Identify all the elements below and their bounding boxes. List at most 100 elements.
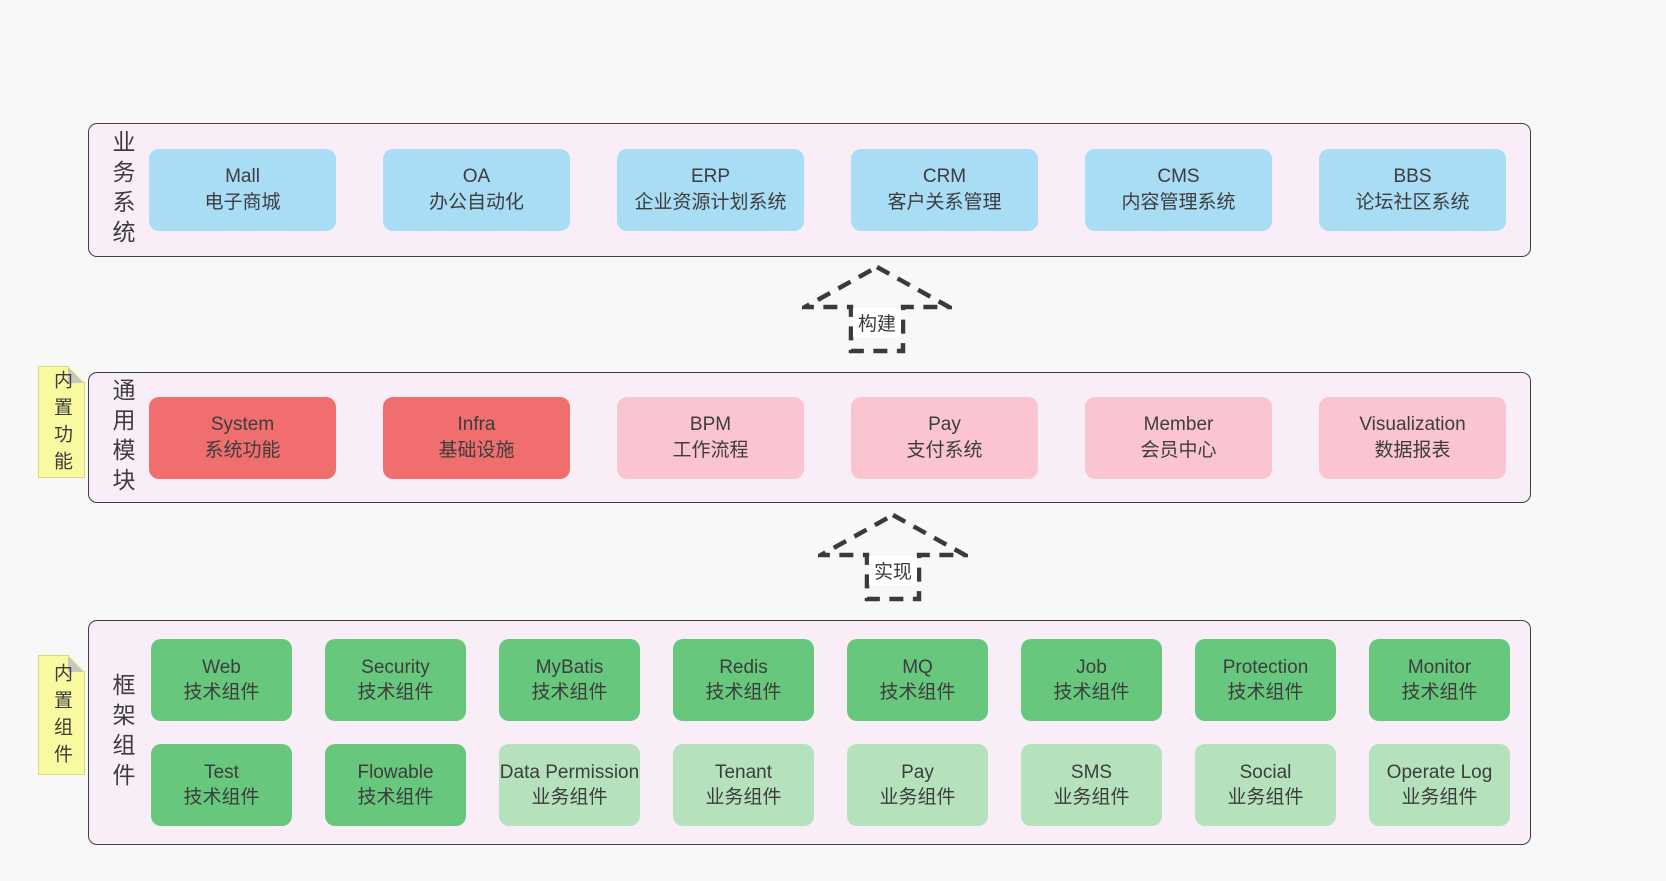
box-title: Pay — [928, 413, 961, 435]
box-title: CRM — [922, 166, 967, 187]
box-security: Security 技术组件 — [325, 639, 466, 721]
box-flowable: Flowable 技术组件 — [325, 744, 466, 826]
components-row-1: Web 技术组件 Security 技术组件 MyBatis 技术组件 Redi… — [151, 639, 1530, 721]
box-subtitle: 技术组件 — [531, 682, 608, 703]
box-subtitle: 业务组件 — [1401, 787, 1478, 808]
box-title: ERP — [690, 166, 731, 187]
arrow-build-label: 构建 — [852, 308, 902, 337]
box-title: CMS — [1157, 166, 1200, 187]
box-title: Data Permission — [499, 762, 640, 783]
box-title: SMS — [1070, 762, 1113, 783]
box-mall: Mall 电子商城 — [149, 149, 336, 231]
box-subtitle: 技术组件 — [879, 682, 956, 703]
sticky-builtin-features: 内置功能 — [38, 366, 85, 478]
up-arrow-icon — [802, 264, 952, 354]
band-modules-label: 通用模块 — [109, 377, 135, 498]
box-subtitle: 办公自动化 — [428, 192, 524, 213]
box-title: OA — [462, 166, 491, 187]
band-framework-components: 框架组件 Web 技术组件 Security 技术组件 MyBatis 技术组件… — [88, 620, 1531, 845]
sticky-builtin-components-label: 内置组件 — [51, 663, 72, 772]
box-subtitle: 技术组件 — [1401, 682, 1478, 703]
box-oa: OA 办公自动化 — [383, 149, 570, 231]
box-operate-log: Operate Log 业务组件 — [1369, 744, 1510, 826]
box-mybatis: MyBatis 技术组件 — [499, 639, 640, 721]
box-pay-module: Pay 支付系统 — [851, 396, 1038, 479]
box-subtitle: 技术组件 — [1053, 682, 1130, 703]
box-subtitle: 基础设施 — [438, 439, 515, 461]
box-subtitle: 论坛社区系统 — [1355, 192, 1470, 213]
box-cms: CMS 内容管理系统 — [1085, 149, 1272, 231]
box-subtitle: 技术组件 — [357, 787, 434, 808]
band-common-modules: 通用模块 System 系统功能 Infra 基础设施 BPM 工作流程 Pay… — [88, 372, 1531, 503]
box-subtitle: 技术组件 — [1227, 682, 1304, 703]
box-system: System 系统功能 — [149, 396, 336, 479]
box-erp: ERP 企业资源计划系统 — [617, 149, 804, 231]
box-job: Job 技术组件 — [1021, 639, 1162, 721]
box-title: Redis — [719, 657, 768, 678]
box-title: Pay — [901, 762, 934, 783]
band-business-systems: 业务系统 Mall 电子商城 OA 办公自动化 ERP 企业资源计划系统 CRM… — [88, 123, 1531, 257]
box-visualization: Visualization 数据报表 — [1319, 396, 1506, 479]
box-member: Member 会员中心 — [1085, 396, 1272, 479]
box-title: Social — [1239, 762, 1292, 783]
band-business-label: 业务系统 — [109, 130, 135, 250]
box-monitor: Monitor 技术组件 — [1369, 639, 1510, 721]
box-pay-component: Pay 业务组件 — [847, 744, 988, 826]
box-subtitle: 数据报表 — [1374, 439, 1451, 461]
box-title: Flowable — [357, 762, 434, 783]
box-subtitle: 会员中心 — [1140, 439, 1217, 461]
box-tenant: Tenant 业务组件 — [673, 744, 814, 826]
up-arrow-icon — [818, 512, 968, 602]
box-title: BBS — [1393, 166, 1432, 187]
box-title: Test — [204, 762, 239, 783]
box-mq: MQ 技术组件 — [847, 639, 988, 721]
box-subtitle: 系统功能 — [204, 439, 281, 461]
box-title: MyBatis — [535, 657, 604, 678]
box-infra: Infra 基础设施 — [383, 396, 570, 479]
box-title: BPM — [689, 413, 732, 435]
box-bpm: BPM 工作流程 — [617, 396, 804, 479]
box-protection: Protection 技术组件 — [1195, 639, 1336, 721]
box-title: Security — [361, 657, 430, 678]
modules-box-row: System 系统功能 Infra 基础设施 BPM 工作流程 Pay 支付系统… — [89, 373, 1530, 502]
box-title: Infra — [457, 413, 496, 435]
box-title: Job — [1076, 657, 1107, 678]
box-title: System — [210, 413, 275, 435]
box-subtitle: 业务组件 — [705, 787, 782, 808]
arrow-implement-label: 实现 — [868, 556, 918, 585]
box-subtitle: 业务组件 — [531, 787, 608, 808]
box-data-permission: Data Permission 业务组件 — [499, 744, 640, 826]
box-title: Operate Log — [1386, 762, 1493, 783]
sticky-builtin-components: 内置组件 — [38, 655, 85, 775]
box-subtitle: 技术组件 — [705, 682, 782, 703]
box-redis: Redis 技术组件 — [673, 639, 814, 721]
box-subtitle: 业务组件 — [1227, 787, 1304, 808]
box-subtitle: 业务组件 — [879, 787, 956, 808]
box-title: Visualization — [1359, 413, 1466, 435]
box-bbs: BBS 论坛社区系统 — [1319, 149, 1506, 231]
box-title: Protection — [1222, 657, 1309, 678]
box-title: MQ — [902, 657, 933, 678]
box-subtitle: 技术组件 — [183, 787, 260, 808]
box-web: Web 技术组件 — [151, 639, 292, 721]
box-crm: CRM 客户关系管理 — [851, 149, 1038, 231]
box-subtitle: 企业资源计划系统 — [634, 192, 787, 213]
box-title: Monitor — [1407, 657, 1472, 678]
box-title: Tenant — [714, 762, 773, 783]
box-subtitle: 内容管理系统 — [1121, 192, 1236, 213]
box-subtitle: 技术组件 — [183, 682, 260, 703]
box-title: Member — [1143, 413, 1214, 435]
box-subtitle: 工作流程 — [672, 439, 749, 461]
box-subtitle: 业务组件 — [1053, 787, 1130, 808]
sticky-builtin-features-label: 内置功能 — [51, 370, 72, 479]
band-components-label: 框架组件 — [109, 672, 135, 793]
components-rows: Web 技术组件 Security 技术组件 MyBatis 技术组件 Redi… — [89, 621, 1530, 844]
box-subtitle: 支付系统 — [906, 439, 983, 461]
box-subtitle: 客户关系管理 — [887, 192, 1002, 213]
arrow-build: 构建 — [802, 264, 952, 354]
box-subtitle: 电子商城 — [204, 192, 281, 213]
box-sms: SMS 业务组件 — [1021, 744, 1162, 826]
box-social: Social 业务组件 — [1195, 744, 1336, 826]
box-test: Test 技术组件 — [151, 744, 292, 826]
